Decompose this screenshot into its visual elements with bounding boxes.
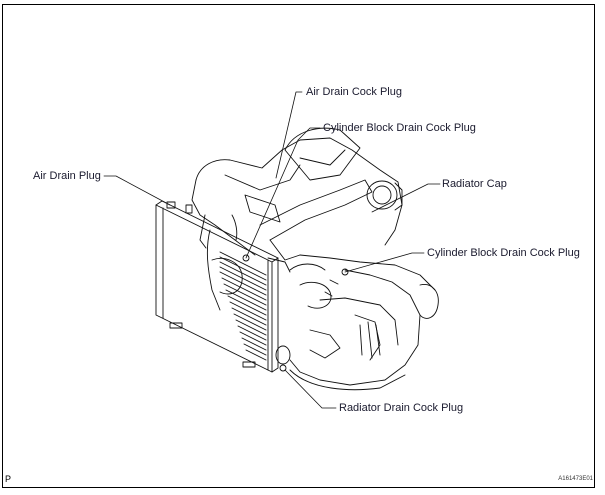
leader-air-drain-plug [103, 175, 171, 206]
leader-radiator-drain-cock-plug [284, 369, 337, 409]
label-air-drain-plug: Air Drain Plug [33, 170, 101, 182]
leader-radiator-cap [371, 183, 441, 213]
leader-lines [103, 91, 441, 409]
figure-id: A161473E01 [558, 476, 593, 482]
label-radiator-drain-cock-plug: Radiator Drain Cock Plug [339, 402, 464, 414]
leader-cylinder-block-drain-cock-plug-upper [245, 127, 321, 259]
diagram-frame [2, 4, 595, 488]
radiator-fins [219, 251, 267, 361]
leader-air-drain-cock-plug [275, 91, 303, 179]
label-air-drain-cock-plug: Air Drain Cock Plug [306, 86, 402, 98]
engine-block [191, 127, 439, 391]
leader-cylinder-block-drain-cock-plug-lower [344, 252, 425, 273]
label-radiator-cap: Radiator Cap [442, 178, 507, 190]
radiator [155, 200, 291, 373]
corner-mark: P [5, 474, 12, 484]
label-cylinder-block-drain-cock-plug-upper: Cylinder Block Drain Cock Plug [323, 122, 476, 134]
label-cylinder-block-drain-cock-plug-lower: Cylinder Block Drain Cock Plug [427, 247, 580, 259]
